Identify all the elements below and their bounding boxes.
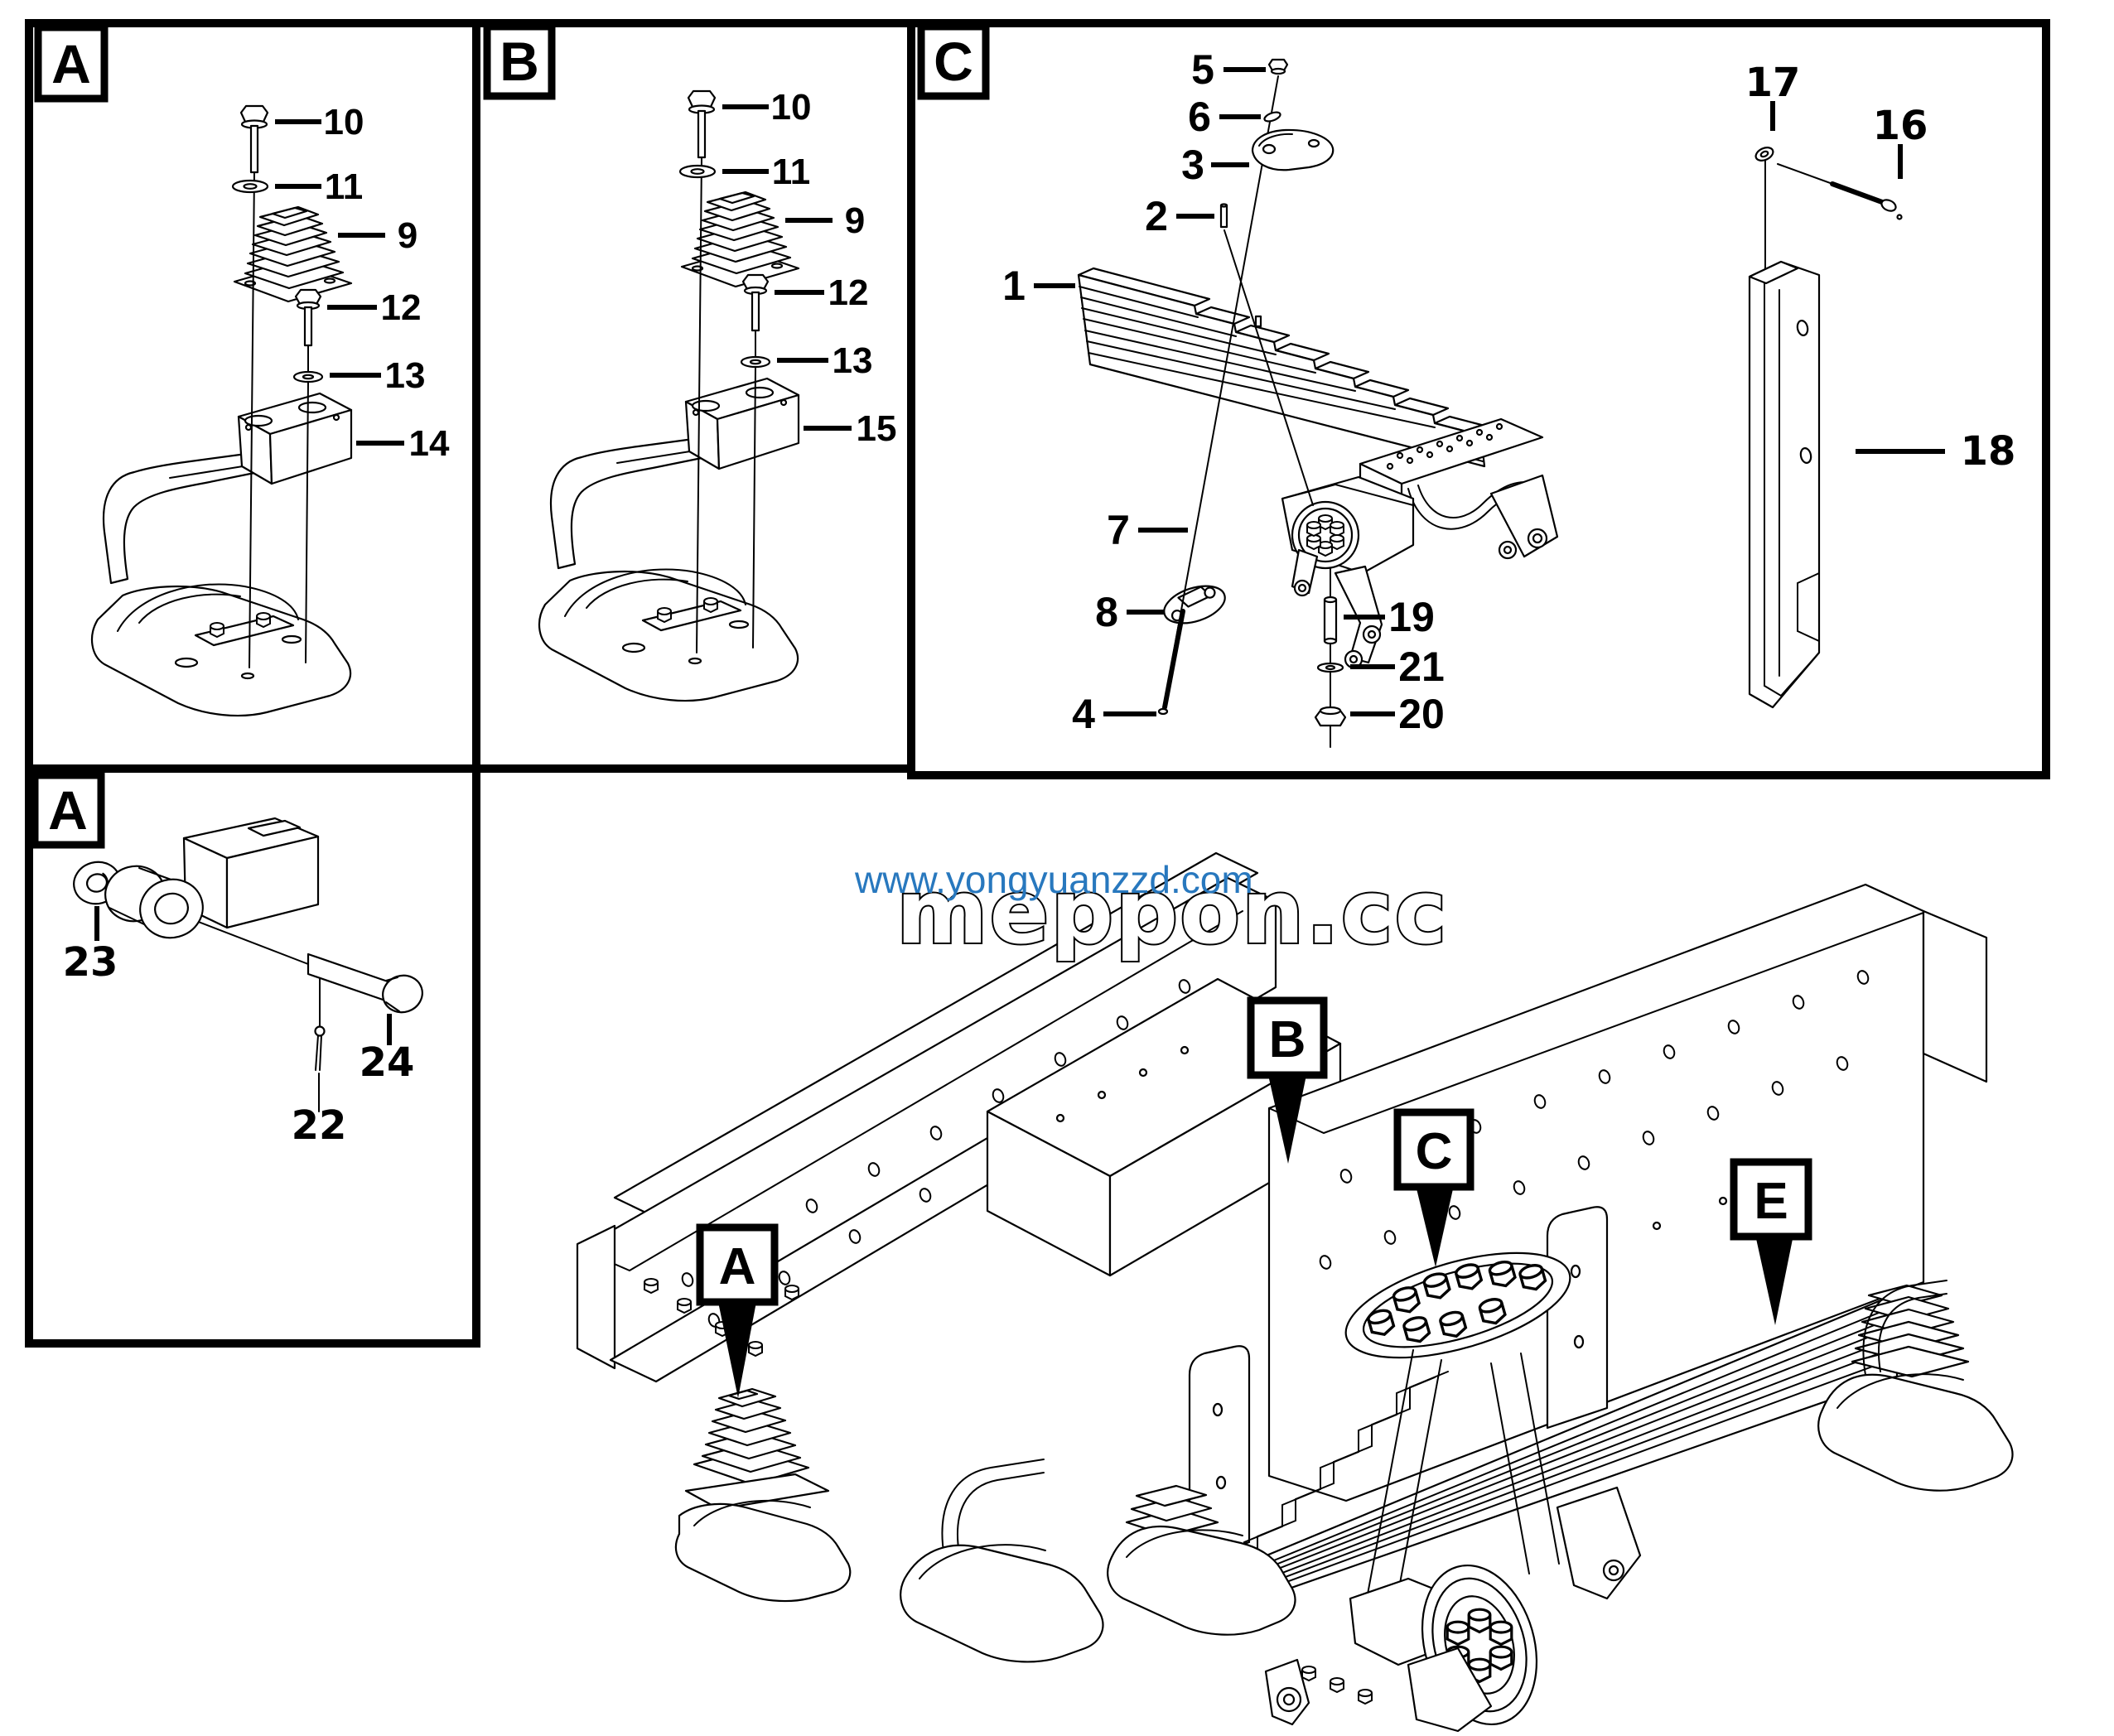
callout-number: 11 bbox=[325, 166, 364, 207]
cotter-pin-22 bbox=[314, 978, 326, 1112]
stud-column bbox=[1314, 542, 1347, 748]
anchor-bracket bbox=[1163, 585, 1226, 624]
callout-number: 7 bbox=[1107, 507, 1130, 553]
bolt-16 bbox=[1777, 163, 1903, 220]
callout-number: 10 bbox=[324, 102, 364, 142]
ref-label-b: B bbox=[1247, 996, 1328, 1164]
equalizer-assembly bbox=[1281, 475, 1415, 669]
spring-cap-3 bbox=[1251, 128, 1335, 171]
watermark-url: www.yongyuanzzd.com bbox=[854, 858, 1253, 901]
callout-number: 5 bbox=[1191, 46, 1214, 93]
callout-number: 12 bbox=[381, 287, 422, 328]
callout-number: 14 bbox=[409, 423, 450, 464]
panel-bottom-a-drawing: 23 24 22 bbox=[63, 817, 423, 1149]
watermark-brand: meppon.cc bbox=[896, 861, 1448, 963]
buffer-stop-right bbox=[1817, 1280, 2014, 1492]
panel-label-top-a: A bbox=[34, 23, 109, 103]
callout-number: 17 bbox=[1745, 60, 1801, 106]
panel-top-b-drawing: 10 11 9 12 13 15 bbox=[539, 87, 896, 701]
callout-number: 11 bbox=[772, 152, 811, 192]
panel-label: A bbox=[51, 33, 91, 94]
bushing-assembly bbox=[104, 817, 320, 939]
callout-number: 10 bbox=[771, 87, 812, 128]
panel-label-bottom-a: A bbox=[31, 771, 105, 849]
spacer-19 bbox=[1323, 598, 1338, 643]
bolt-5 bbox=[1267, 58, 1289, 75]
callout-number: 19 bbox=[1388, 594, 1435, 640]
callout-number: 6 bbox=[1188, 94, 1211, 140]
long-bolt-4 bbox=[1157, 75, 1314, 716]
callout-number: 13 bbox=[385, 355, 426, 396]
callout-lines bbox=[1034, 67, 1945, 716]
panel-label: B bbox=[500, 31, 539, 92]
callout-number: 18 bbox=[1961, 428, 2016, 475]
washer-17 bbox=[1754, 147, 1774, 162]
panel-top-c-drawing: 5 6 3 2 1 7 8 4 19 21 20 17 16 18 bbox=[1002, 46, 2016, 748]
callout-number: 16 bbox=[1873, 103, 1928, 149]
callout-number: 24 bbox=[360, 1039, 415, 1086]
pin-24 bbox=[306, 952, 423, 1014]
callout-number: 13 bbox=[833, 340, 873, 381]
ref-label-e: E bbox=[1730, 1158, 1812, 1325]
callout-number: 21 bbox=[1398, 644, 1445, 690]
panel-top-c-border bbox=[907, 19, 2050, 779]
axle-hub bbox=[1264, 1486, 1642, 1733]
clamp-feet-center bbox=[900, 1459, 1296, 1663]
callout-lines bbox=[94, 906, 392, 1045]
callout-number: 9 bbox=[398, 215, 417, 256]
trunnion-support bbox=[1359, 417, 1559, 560]
callout-number: 1 bbox=[1002, 263, 1026, 309]
buffer-stop-left bbox=[674, 1387, 852, 1603]
ref-label-a: A bbox=[696, 1223, 779, 1398]
pin-2 bbox=[1219, 203, 1228, 229]
main-leaf-spring bbox=[1216, 1292, 1899, 1615]
ref-label-c: C bbox=[1393, 1108, 1474, 1267]
callout-number: 22 bbox=[292, 1102, 347, 1149]
callout-number: 12 bbox=[828, 272, 869, 313]
panel-label-top-b: B bbox=[483, 22, 556, 100]
panel-bottom-a-border bbox=[25, 764, 480, 1348]
callout-number: 23 bbox=[63, 939, 118, 986]
ref-label-letter: C bbox=[1416, 1123, 1453, 1180]
callout-number: 2 bbox=[1145, 193, 1168, 239]
panel-label: A bbox=[48, 779, 88, 841]
callout-number: 8 bbox=[1095, 589, 1118, 635]
trunnion-cap bbox=[1344, 1251, 1571, 1359]
leaf-spring bbox=[1077, 267, 1489, 468]
callout-number: 4 bbox=[1072, 691, 1095, 737]
frame-illustration: A B C E bbox=[576, 851, 2014, 1733]
callout-number: 20 bbox=[1398, 691, 1445, 737]
channel-bracket-18 bbox=[1748, 160, 1821, 709]
panel-top-a-drawing: 10 11 9 12 13 14 bbox=[92, 102, 450, 716]
callout-number: 15 bbox=[857, 408, 897, 449]
panel-label: C bbox=[934, 31, 973, 92]
callout-number: 9 bbox=[845, 200, 865, 241]
ref-label-letter: E bbox=[1754, 1173, 1788, 1230]
panel-label-top-c: C bbox=[917, 22, 990, 100]
ref-label-letter: B bbox=[1269, 1011, 1306, 1068]
washer-6 bbox=[1263, 111, 1281, 123]
ref-label-letter: A bbox=[719, 1238, 756, 1295]
callout-number: 3 bbox=[1181, 142, 1204, 188]
